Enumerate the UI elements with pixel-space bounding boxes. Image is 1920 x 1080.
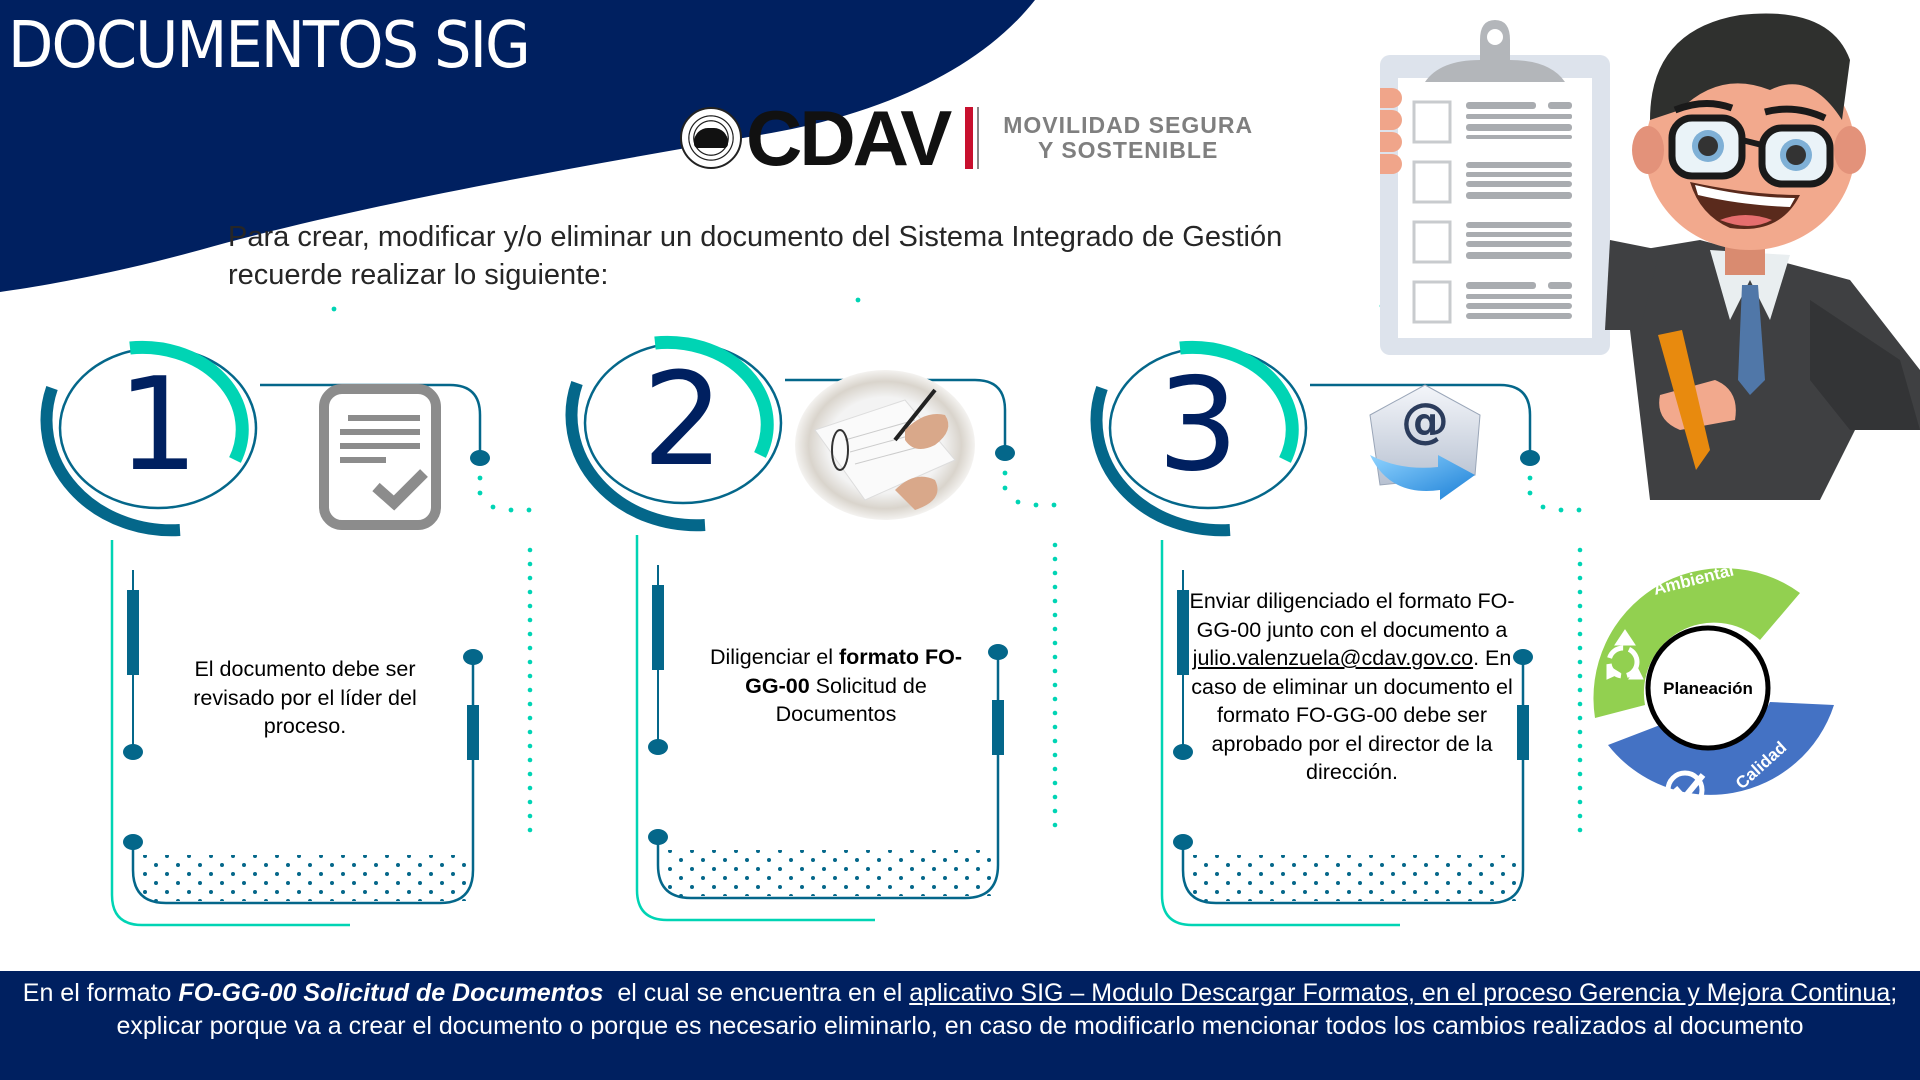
step-2-prefix: Diligenciar el [709, 645, 840, 669]
svg-text:@: @ [1401, 393, 1449, 449]
step-2-format-code: formato FO-GG-00 [745, 645, 963, 698]
tagline-line2: Y SOSTENIBLE [1038, 137, 1219, 163]
logo-gray-bar [977, 107, 980, 169]
cdav-logo: CDAV MOVILIDAD SEGURA Y SOSTENIBLE [680, 94, 1253, 182]
intro-text: Para crear, modificar y/o eliminar un do… [228, 221, 1283, 291]
ambiental-segment [1593, 568, 1800, 718]
sig-diagram: Planeación Ambiental Calidad [1593, 561, 1834, 810]
footer-banner: En el formato FO-GG-00 Solicitud de Docu… [0, 971, 1920, 1080]
step-3-text: Enviar diligenciado el formato FO-GG-00 … [1183, 587, 1521, 787]
step-2-suffix: Solicitud de Documentos [775, 673, 927, 727]
email-link[interactable]: julio.valenzuela@cdav.gov.co [1192, 646, 1474, 670]
step-1-text: El documento debe ser revisado por el lí… [170, 655, 440, 741]
check-circle-icon [1665, 770, 1706, 810]
footer-part3: ; explicar porque va a crear el document… [116, 979, 1898, 1040]
logo-red-bar [965, 107, 974, 169]
step-1-number: 1 [117, 351, 199, 500]
page-title: DOCUMENTOS SIG [8, 9, 531, 83]
step-2-text: Diligenciar el formato FO-GG-00 Solicitu… [700, 643, 972, 729]
cartoon-man-illustration [1380, 13, 1920, 500]
footer-part1: En el formato [22, 979, 179, 1007]
sig-center-label: Planeación [1663, 679, 1753, 698]
tagline-line1: MOVILIDAD SEGURA [1003, 112, 1254, 138]
step-3-part2: . En caso de eliminar un documento el fo… [1191, 646, 1513, 784]
step-1-description: El documento debe ser revisado por el lí… [193, 657, 417, 738]
step-3-part1: Enviar diligenciado el formato FO-GG-00 … [1189, 589, 1515, 642]
logo-tagline: MOVILIDAD SEGURA Y SOSTENIBLE [1003, 113, 1253, 163]
footer-format-name: FO-GG-00 Solicitud de Documentos [178, 979, 604, 1007]
recycle-icon [1606, 629, 1644, 680]
footer-sig-app-link[interactable]: aplicativo SIG – Modulo Descargar Format… [909, 979, 1891, 1007]
step-2-number: 2 [642, 346, 724, 495]
step-3-number: 3 [1157, 351, 1239, 500]
logo-brand: CDAV [746, 94, 952, 182]
email-at-icon: @ [1369, 384, 1481, 500]
header-wave-background [0, 0, 1035, 292]
footer-part2: el cual se encuentra en el [603, 979, 910, 1007]
document-check-icon [319, 384, 441, 530]
cdav-seal-icon [680, 107, 742, 169]
signing-document-photo [795, 370, 975, 520]
